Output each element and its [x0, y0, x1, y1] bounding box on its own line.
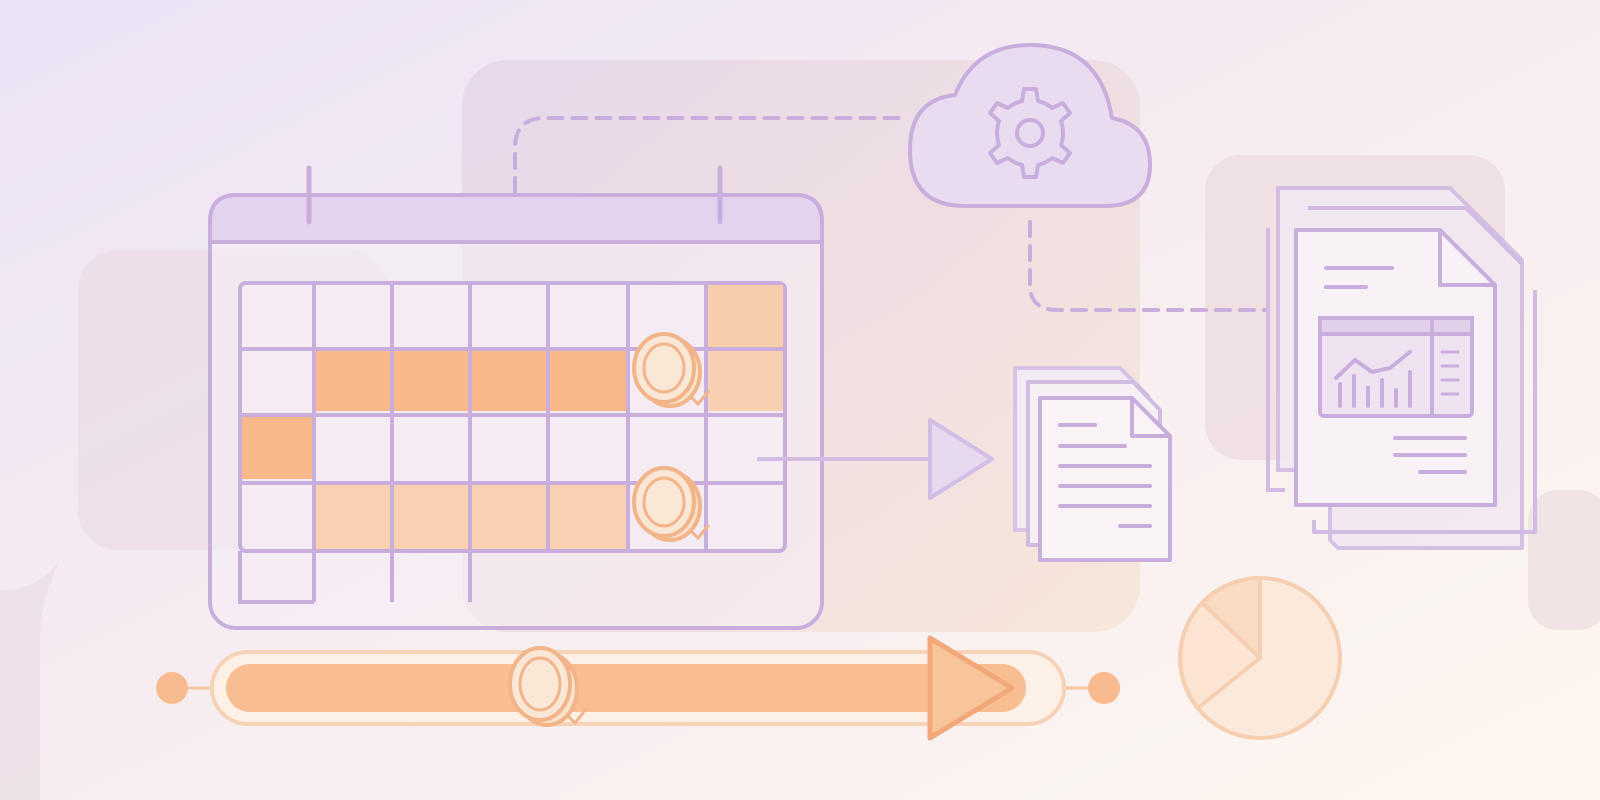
timeline-end-dot	[1088, 672, 1120, 704]
calendar-cell-highlight	[316, 351, 390, 411]
bg-shape-right-edge	[1528, 490, 1600, 630]
timeline-start-dot	[156, 672, 188, 704]
bg-shape-left-bottom	[0, 560, 60, 800]
calendar-cell-highlight	[550, 351, 626, 411]
calendar-cell-highlight	[394, 485, 468, 549]
calendar-cell-highlight	[472, 485, 546, 549]
coin-icon	[508, 646, 588, 727]
calendar-cell-highlight	[394, 351, 468, 411]
report-document-icon	[1266, 186, 1537, 550]
calendar-cell-highlight	[708, 285, 783, 347]
coin-icon	[632, 332, 710, 408]
cloud-icon	[908, 43, 1152, 208]
coin-icon	[632, 466, 710, 542]
arrow-right-icon	[757, 418, 994, 500]
connector-cloud-to-report	[1028, 220, 1267, 312]
bar-chart-icon	[1338, 370, 1412, 408]
calendar-icon	[208, 165, 824, 630]
progress-fill	[226, 664, 1026, 712]
calendar-cell-highlight	[708, 351, 783, 411]
calendar-cell-highlight	[242, 417, 312, 479]
progress-timeline	[156, 635, 1120, 741]
calendar-cell-highlight	[316, 485, 390, 549]
pie-chart-icon	[1178, 576, 1342, 740]
calendar-cell-highlight	[472, 351, 546, 411]
calendar-cell-highlight	[550, 485, 626, 549]
document-stack-icon	[1013, 366, 1172, 562]
gear-icon	[988, 87, 1072, 179]
play-icon	[927, 635, 1015, 741]
line-chart-icon	[1318, 316, 1474, 418]
